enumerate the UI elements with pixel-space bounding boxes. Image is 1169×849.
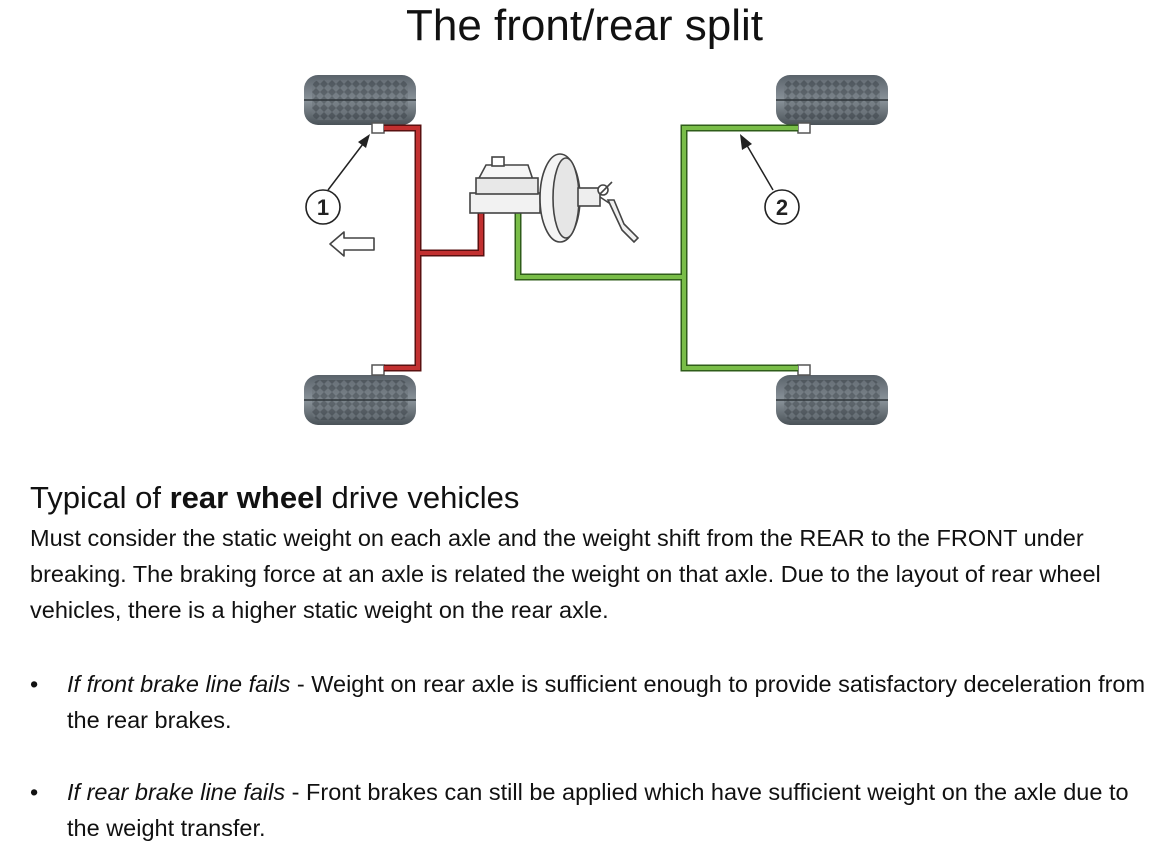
callout-2: 2 [740,134,800,225]
bullet-lead: If front brake line fails [67,671,291,697]
bullet-marker: • [30,779,39,805]
wheel-icon-rear-left [304,375,416,425]
body-paragraph: Must consider the static weight on each … [30,525,1101,623]
callout-1: 1 [305,134,370,225]
callout-number-2: 2 [776,195,788,220]
bullet-text: - Front brakes can still be applied whic… [67,779,1129,841]
wheel-icon-front-left [304,75,416,125]
green-brake-circuit [514,124,798,372]
direction-arrow-icon [329,231,375,257]
red-brake-circuit [384,124,485,372]
callout-number-1: 1 [317,195,329,220]
brake-split-diagram: 1 2 [304,75,888,425]
bullet-marker: • [30,671,39,697]
bullet-lead: If rear brake line fails [67,779,286,805]
brake-booster-icon [469,153,640,244]
wheel-icon-rear-right [776,375,888,425]
page-title: The front/rear split [405,1,764,50]
bullet-text: - Weight on rear axle is sufficient enou… [67,671,1146,733]
wheel-icon-front-right [776,75,888,125]
section-heading: Typical of rear wheel drive vehicles [30,480,520,515]
